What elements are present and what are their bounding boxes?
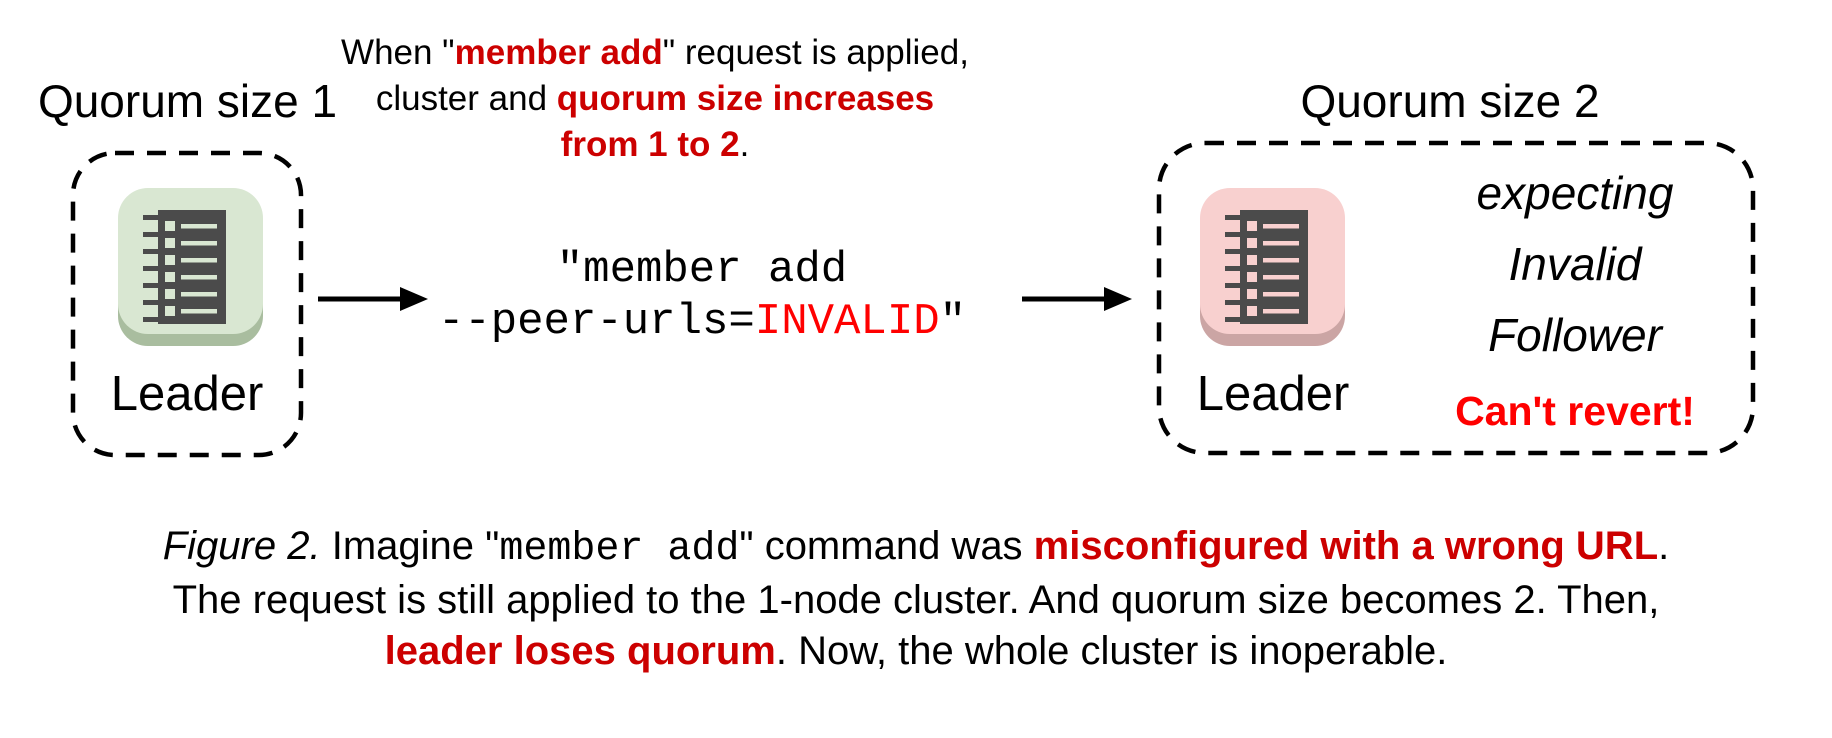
- annotation-text: When "member add" request is applied,clu…: [341, 33, 969, 164]
- server-icon: [1200, 188, 1345, 346]
- member-add-command: "member add--peer-urls=INVALID": [437, 245, 967, 347]
- left-leader-label: Leader: [110, 367, 264, 421]
- server-icon: [118, 188, 263, 346]
- dashed-border: [70, 150, 304, 458]
- right-arrow-icon: [318, 287, 428, 311]
- right-cluster-box: [1156, 140, 1756, 456]
- left-cluster-title: Quorum size 1: [37, 75, 338, 127]
- left-cluster-box: [70, 150, 304, 458]
- dashed-border: [1156, 140, 1756, 456]
- right-cluster-title: Quorum size 2: [1300, 75, 1600, 127]
- right-leader-label: Leader: [1196, 367, 1350, 421]
- figure-caption: Figure 2. Imagine "member add" command w…: [162, 524, 1670, 673]
- right-arrow-icon: [1022, 287, 1132, 311]
- cant-revert-warning: Can't revert!: [1455, 388, 1695, 434]
